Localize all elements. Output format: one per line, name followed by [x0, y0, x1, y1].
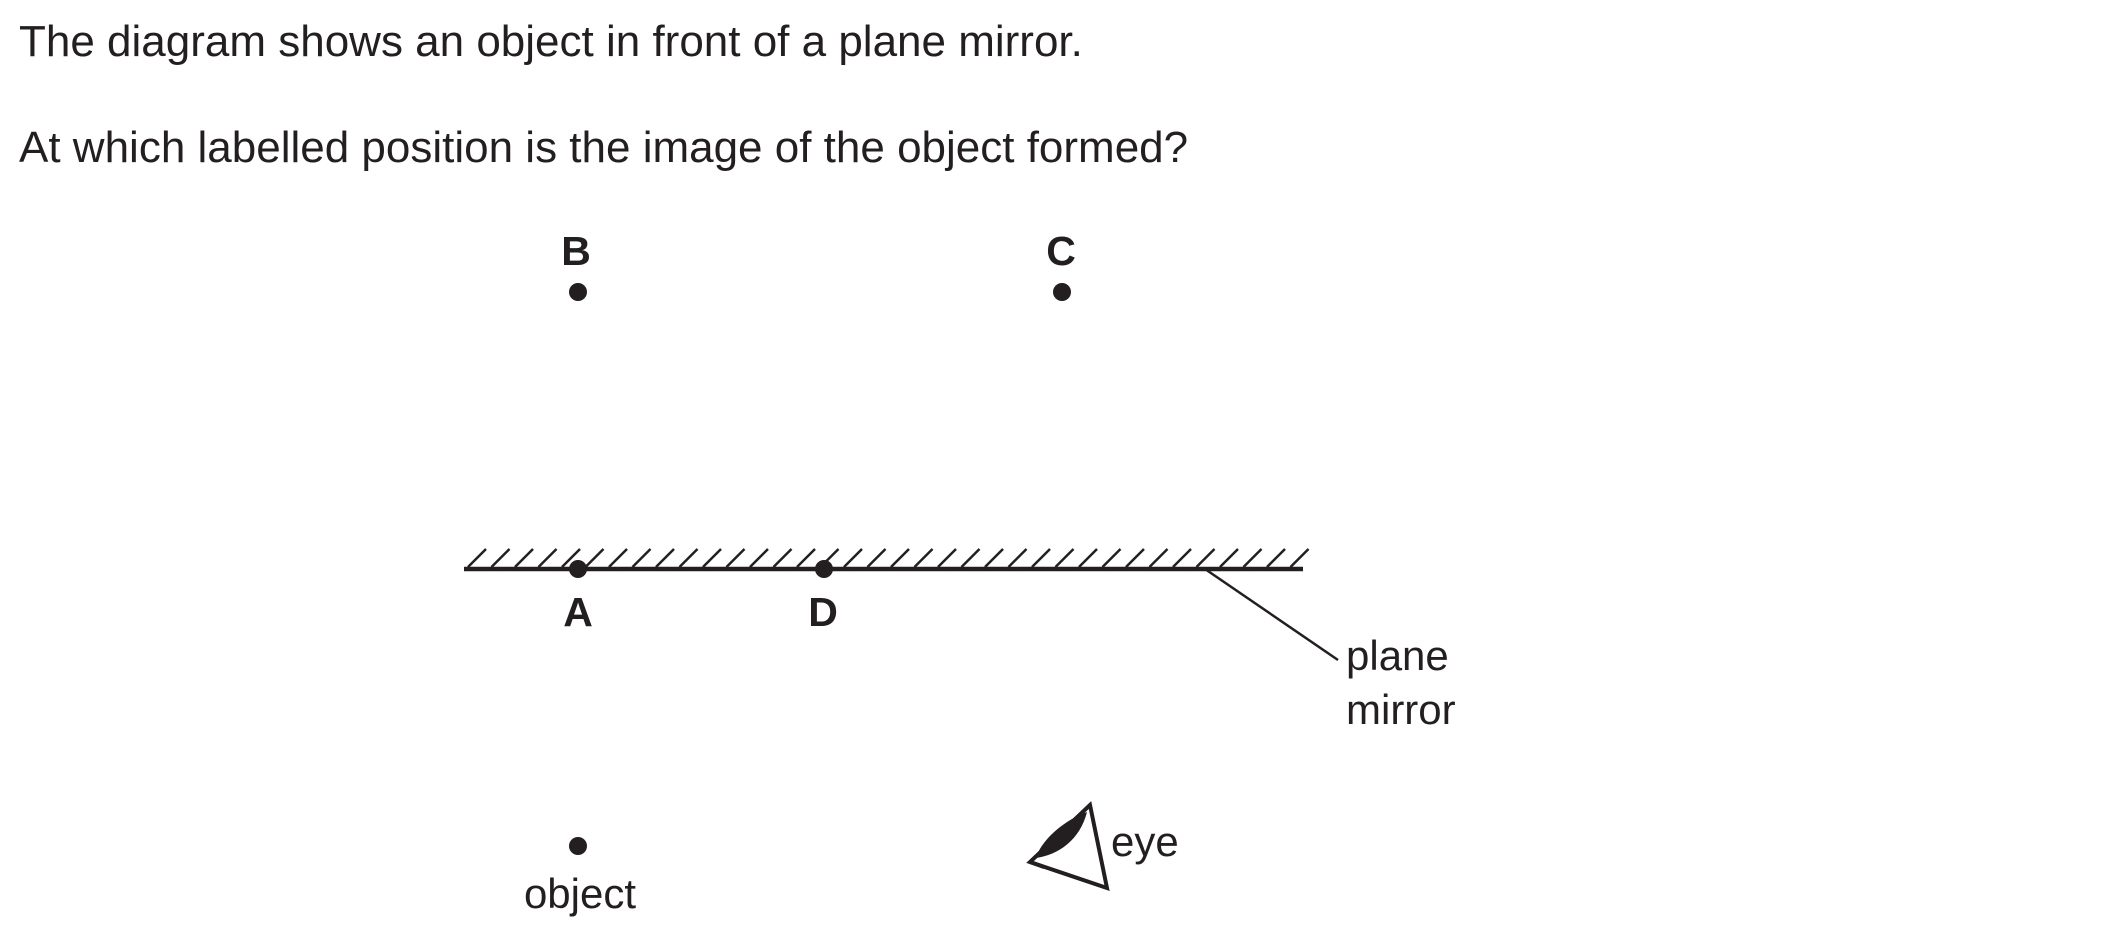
hatch-line	[796, 548, 816, 568]
question-line-2: At which labelled position is the image …	[19, 123, 1189, 172]
hatch-line	[1031, 548, 1051, 568]
hatch-line	[1172, 548, 1192, 568]
hatch-line	[937, 548, 957, 568]
mirror-hatching	[467, 548, 1310, 568]
hatch-line	[561, 548, 581, 568]
hatch-line	[866, 548, 887, 568]
hatch-line	[514, 548, 534, 568]
hatch-line	[1101, 548, 1122, 568]
hatch-line	[655, 548, 675, 568]
point-d-label: D	[808, 589, 838, 635]
hatch-line	[1242, 548, 1263, 568]
hatch-line	[584, 548, 605, 568]
mirror-label-line-1: plane	[1346, 632, 1449, 679]
mirror-leader-line	[1204, 567, 1339, 662]
hatch-line	[608, 548, 628, 568]
hatch-line	[678, 548, 699, 568]
hatch-line	[1148, 548, 1169, 568]
hatch-line	[725, 548, 746, 568]
hatch-line	[749, 548, 769, 568]
point-c-dot	[1053, 283, 1071, 301]
hatch-line	[1054, 548, 1075, 568]
hatch-line	[1289, 548, 1310, 568]
hatch-line	[1266, 548, 1286, 568]
hatch-line	[913, 548, 934, 568]
point-b-label: B	[561, 228, 591, 274]
mirror-label-line-2: mirror	[1346, 686, 1456, 733]
hatch-line	[890, 548, 910, 568]
eye-icon	[1026, 801, 1110, 892]
point-c-label: C	[1046, 228, 1076, 274]
object-label: object	[524, 870, 636, 917]
hatch-line	[1195, 548, 1216, 568]
hatch-line	[537, 548, 558, 568]
hatch-line	[490, 548, 511, 568]
hatch-line	[467, 548, 487, 568]
point-b-dot	[569, 283, 587, 301]
plane-mirror	[464, 548, 1310, 572]
hatch-line	[1078, 548, 1098, 568]
hatch-line	[702, 548, 722, 568]
hatch-line	[984, 548, 1004, 568]
hatch-line	[843, 548, 863, 568]
hatch-line	[772, 548, 793, 568]
question-line-1: The diagram shows an object in front of …	[19, 17, 1083, 66]
hatch-line	[631, 548, 652, 568]
hatch-line	[1007, 548, 1028, 568]
hatch-line	[1125, 548, 1145, 568]
hatch-line	[1219, 548, 1239, 568]
point-a-dot	[569, 560, 587, 578]
point-a-label: A	[563, 589, 593, 635]
point-d-dot	[815, 560, 833, 578]
hatch-line	[960, 548, 981, 568]
eye-label: eye	[1111, 818, 1179, 865]
object-dot	[569, 837, 587, 855]
